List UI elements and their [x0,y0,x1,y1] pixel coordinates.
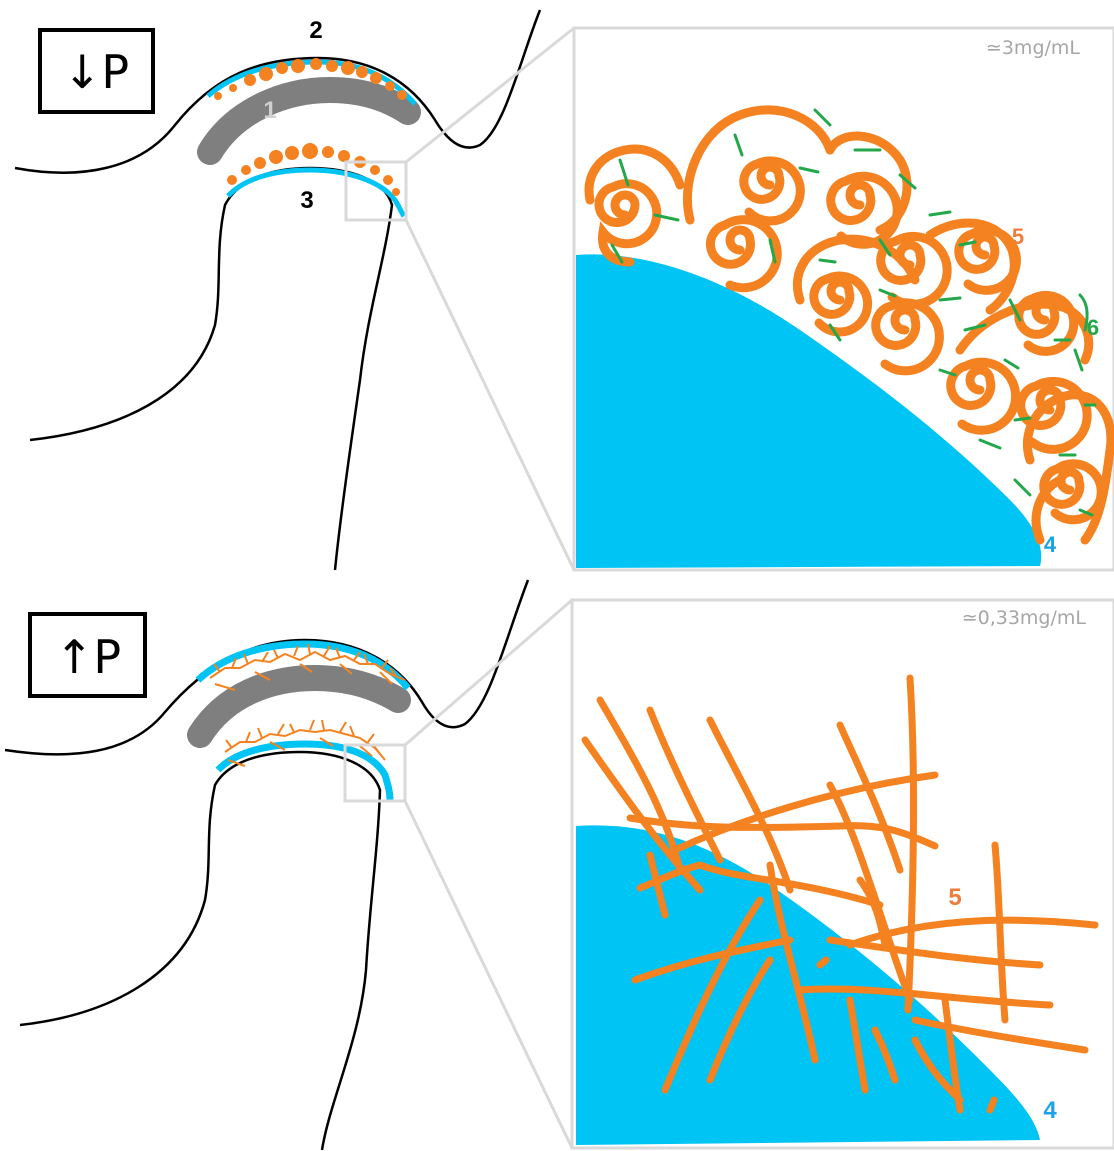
high-p-zoom-connector-top [405,600,572,745]
high-p-condition-box: ↑P [30,614,145,696]
low-p-lower-outline [30,168,392,570]
low-p-condition-label: ↓P [63,45,129,99]
low-p-label-4: 4 [1044,532,1057,557]
low-p-label-2: 2 [309,17,322,44]
low-p-zoom-connector-bottom [406,220,574,570]
high-p-condition-label: ↑P [55,630,121,684]
high-p-gray-band [200,678,398,735]
high-p-label-5: 5 [948,884,961,911]
low-p-panel: ↓P 2 1 3 [15,10,1114,570]
high-p-panel: ↑P ≃0,33mg/mL [5,580,1114,1150]
low-p-label-3: 3 [300,187,313,214]
high-p-zoom-panel: ≃0,33mg/mL [572,600,1114,1148]
high-p-label-4: 4 [1043,1097,1057,1124]
low-p-concentration: ≃3mg/mL [986,37,1080,59]
low-p-zoom-connector-top [406,28,574,162]
low-p-label-1: 1 [263,97,276,124]
high-p-zoom-connector-bottom [405,801,572,1148]
low-p-condition-box: ↓P [40,30,153,112]
low-p-label-6: 6 [1087,315,1099,340]
low-p-gray-band [210,90,408,152]
low-p-label-5: 5 [1012,224,1024,249]
high-p-lower-outline [20,752,380,1150]
high-p-concentration: ≃0,33mg/mL [962,607,1087,629]
low-p-zoom-panel: ≃3mg/mL [574,28,1114,570]
low-p-lower-blue-layer [228,170,404,216]
